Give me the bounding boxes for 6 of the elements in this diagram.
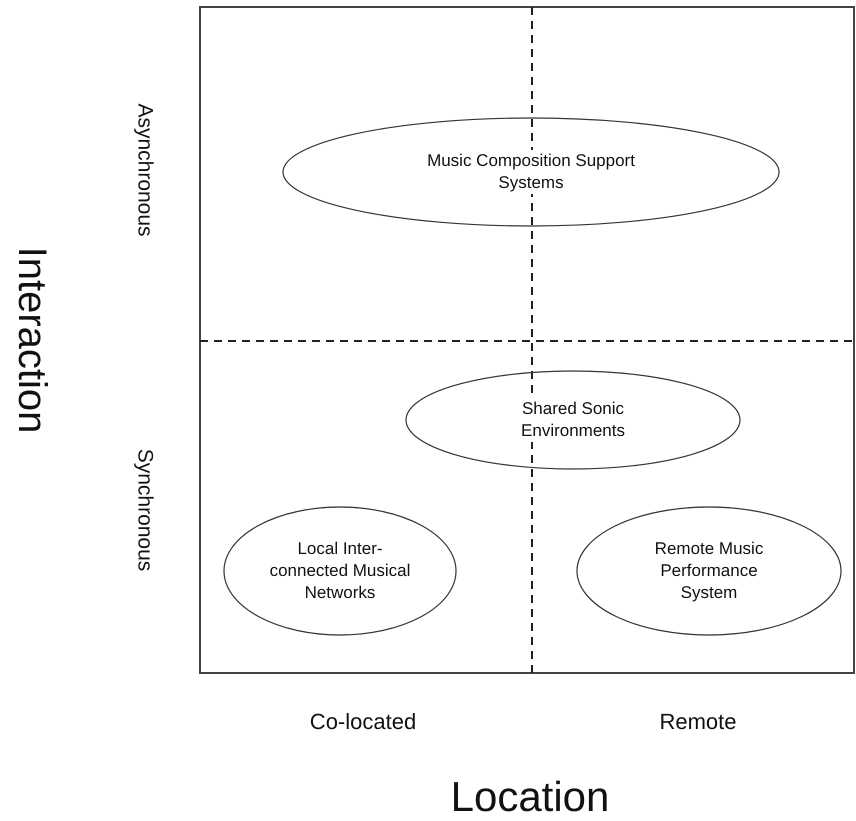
axis-category-label: Synchronous	[134, 448, 156, 572]
axis-title: Interaction	[12, 246, 52, 434]
axis-category-label: Co-located	[310, 711, 416, 733]
axis-category-label: Remote	[659, 711, 737, 733]
axis-title: Location	[450, 776, 610, 818]
axis-category-label: Asynchronous	[134, 103, 156, 237]
